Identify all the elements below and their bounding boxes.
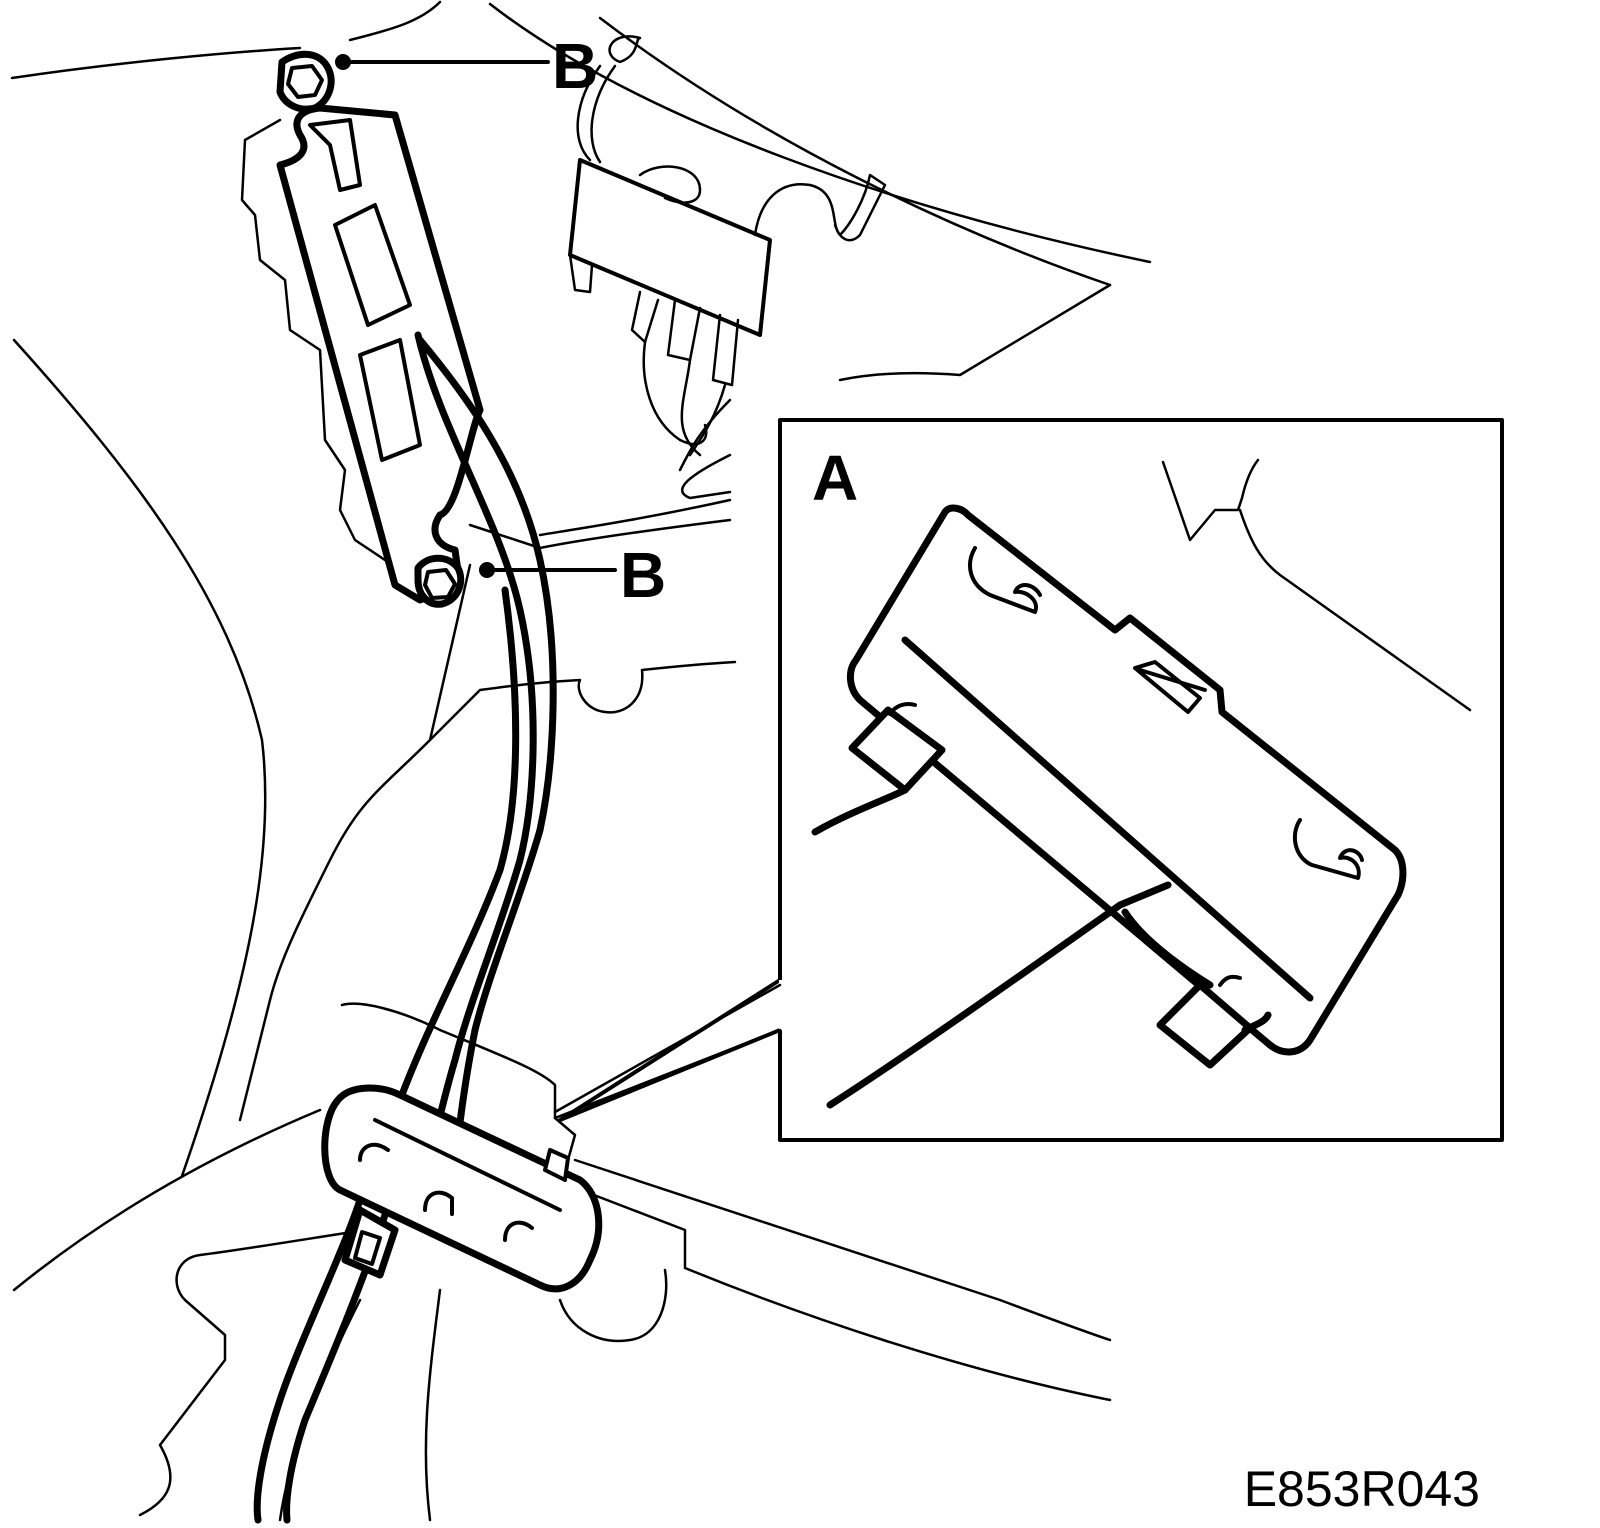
harness-wire-upper	[608, 35, 642, 64]
upper-nut-hex	[286, 64, 324, 99]
detail-cable-branch	[1121, 908, 1214, 989]
figure-reference-code: E853R043	[1244, 1461, 1480, 1517]
inner-pillar-line	[238, 563, 472, 1122]
pillar-top-curve	[488, 2, 1152, 264]
detail-lower-post-lower	[1156, 981, 1254, 1069]
module-label-recess-upper	[333, 203, 412, 327]
cable-clip-body	[321, 1084, 603, 1293]
clip-tab	[543, 1148, 570, 1182]
roof-edge-line	[10, 46, 302, 80]
module-housing	[276, 104, 484, 604]
floor-curve	[12, 1108, 322, 1292]
antenna-module	[240, 50, 557, 1524]
trim-panel-line-5	[538, 498, 732, 537]
harness-wire-2	[590, 64, 617, 164]
lower-bracket-outline	[340, 1002, 577, 1162]
harness-terminal-1	[630, 290, 660, 344]
detail-panel-line-1	[1161, 458, 1260, 542]
lower-trim-outline	[138, 1228, 367, 1517]
detail-clip-latch-2	[1138, 668, 1207, 692]
pillar-inner-curve	[598, 16, 1112, 287]
detail-clip-inner-edge	[901, 636, 1314, 1002]
seat-frame-notch	[428, 660, 737, 742]
floor-panel-line	[573, 1158, 1112, 1342]
detail-cable-main	[826, 881, 1172, 1109]
trim-panel-line-4	[468, 518, 732, 550]
vehicle-body-panels	[10, 0, 1152, 1522]
clip-slot-2	[423, 1190, 454, 1216]
detail-post-wire-lower	[1218, 974, 1242, 987]
detail-frame	[558, 418, 1504, 1142]
antenna-cable-1	[414, 331, 537, 1204]
clip-lower-post-inner	[353, 1230, 382, 1266]
wiring-harness-connectors	[568, 35, 887, 457]
trim-panel-line-3	[681, 453, 732, 500]
detail-clip-latch	[1133, 660, 1202, 714]
detail-hook-upper	[968, 546, 1042, 614]
harness-lead-3	[688, 383, 727, 457]
harness-connector-pin-1	[568, 253, 594, 294]
module-mount-bracket	[240, 118, 402, 572]
harness-loop	[638, 165, 702, 204]
fastener-label-lower: B	[620, 539, 666, 611]
detail-cable-upper	[811, 786, 909, 836]
detail-panel-line-2	[1238, 508, 1472, 712]
left-pillar-curve	[12, 338, 267, 1178]
detail-view-a	[553, 418, 1504, 1142]
clip-slot-1	[358, 1142, 390, 1162]
clip-inner-line	[373, 1118, 562, 1212]
module-top-tab	[308, 118, 362, 192]
lower-nut-hex	[423, 568, 457, 600]
harness-terminal-2	[666, 298, 702, 362]
harness-lead-1	[642, 340, 708, 446]
antenna-cable-3	[396, 586, 520, 1104]
lower-cable-run-2	[283, 1211, 389, 1524]
harness-connector-block	[568, 158, 772, 337]
lower-trim-line-2	[424, 1288, 442, 1522]
detail-cable-lower-stub	[1241, 1011, 1272, 1034]
floor-step-line	[553, 1178, 1112, 1402]
lower-trim-curve	[558, 1268, 668, 1343]
detail-view-label: A	[812, 442, 858, 514]
antenna-cable-2	[416, 336, 557, 1169]
detail-post-wire-upper	[888, 702, 917, 716]
lower-trim-line-3	[278, 1298, 362, 1522]
harness-clip-wire	[753, 173, 887, 242]
module-label-recess-lower	[358, 338, 422, 462]
cable-clip-assembly	[321, 1084, 603, 1293]
fastener-label-upper: B	[552, 30, 598, 102]
callout-labels: B B A E853R043	[335, 30, 1480, 1517]
detail-pointer-line	[553, 983, 782, 1114]
detail-leader-line	[553, 1028, 782, 1120]
detail-hook-lower	[1292, 818, 1364, 880]
detail-clip-body	[847, 504, 1407, 1056]
harness-wire-1	[576, 64, 602, 162]
harness-terminal-3	[711, 313, 740, 387]
roof-upper-curve	[348, 0, 442, 42]
trim-panel-line-2	[678, 398, 732, 472]
trim-panel-line-1	[838, 283, 1112, 382]
lower-cable-run-1	[253, 1196, 364, 1524]
clip-slot-3	[503, 1220, 534, 1242]
harness-lead-2	[680, 358, 702, 457]
